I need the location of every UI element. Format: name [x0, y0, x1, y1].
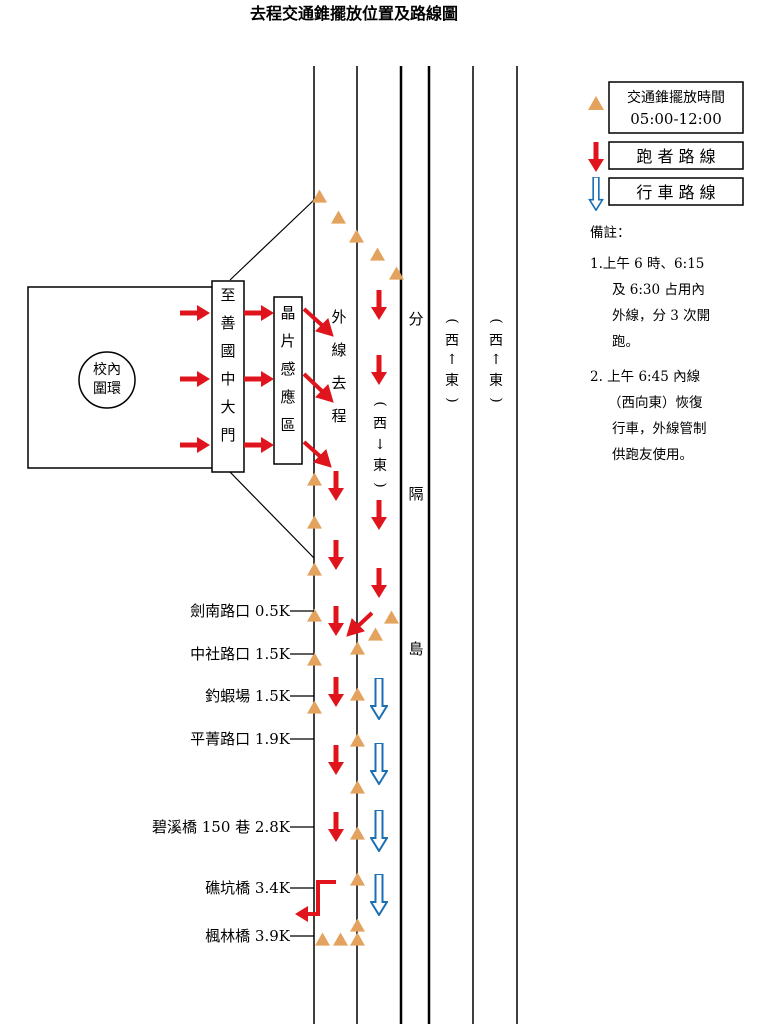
svg-text:大: 大 — [220, 398, 235, 416]
legend-cone-box — [608, 81, 744, 134]
svg-text:↓: ↓ — [374, 437, 386, 453]
chip-zone-box — [273, 296, 303, 465]
note-line: 供跑友使用。 — [612, 446, 693, 463]
legend-vehicle-box — [608, 177, 744, 206]
note-line: 及 6:30 占用內 — [612, 282, 705, 298]
note-line: （西向東）恢復 — [608, 394, 703, 411]
notes-heading: 備註： — [590, 225, 631, 241]
checkpoint-label: 平菁路口 1.9K — [190, 730, 291, 748]
svg-text:(: ( — [444, 318, 460, 323]
svg-text:隔: 隔 — [408, 485, 423, 503]
note-line: 外線，分 3 次開 — [612, 308, 710, 324]
svg-text:西: 西 — [445, 333, 459, 349]
legend: 交通錐擺放時間 05:00-12:00 跑 者 路 線 行 車 路 線 — [588, 81, 744, 211]
note-line: 跑。 — [612, 334, 639, 350]
funnel-line — [229, 471, 315, 559]
outer-lane-label: 外 線 去 程 — [331, 308, 346, 425]
svg-text:中: 中 — [220, 370, 235, 388]
campus-loop-label: 校內 — [93, 361, 121, 378]
chip-zone-label: 晶 片 感 應 區 — [280, 304, 295, 434]
lane-direction-label-1: ( 西 ↑ 東 ) — [444, 318, 460, 402]
runner-route-arrows-outer — [328, 471, 344, 842]
legend-runner-box — [608, 141, 744, 170]
svg-text:線: 線 — [331, 341, 346, 359]
svg-text:善: 善 — [220, 314, 235, 332]
note-line: 行車，外線管制 — [612, 421, 707, 437]
checkpoint-label: 中社路口 1.5K — [190, 645, 291, 663]
svg-text:東: 東 — [489, 373, 503, 389]
checkpoint-label: 釣蝦場 1.5K — [205, 687, 291, 705]
runner-route-arrows-diagonal — [302, 307, 374, 637]
svg-text:門: 門 — [220, 426, 235, 444]
svg-text:分: 分 — [408, 310, 423, 328]
legend-cone-time-value: 05:00-12:00 — [630, 110, 722, 128]
svg-text:至: 至 — [220, 286, 235, 304]
road-lines — [313, 66, 518, 1024]
svg-text:晶: 晶 — [280, 304, 295, 322]
svg-text:片: 片 — [280, 332, 295, 350]
median-label: 分 隔 島 — [408, 310, 423, 658]
legend-cone-time-label: 交通錐擺放時間 — [627, 89, 725, 106]
svg-text:): ) — [372, 482, 388, 487]
svg-text:去: 去 — [331, 374, 346, 392]
svg-text:程: 程 — [331, 407, 346, 425]
funnel-line — [229, 199, 315, 281]
svg-text:): ) — [488, 397, 504, 402]
svg-text:區: 區 — [280, 416, 295, 434]
legend-vehicle-label: 行 車 路 線 — [636, 183, 715, 202]
diagram-title: 去程交通錐擺放位置及路線圖 — [250, 4, 458, 23]
svg-text:西: 西 — [373, 416, 387, 432]
inner-lane-direction-label: ( 西 ↓ 東 ) — [372, 401, 388, 487]
svg-text:國: 國 — [220, 342, 235, 360]
svg-text:↑: ↑ — [490, 352, 502, 368]
checkpoint-label: 礁坑橋 3.4K — [205, 879, 291, 897]
svg-text:(: ( — [372, 401, 388, 406]
gate-label: 至 善 國 中 大 門 — [220, 286, 235, 444]
svg-text:感: 感 — [280, 360, 295, 378]
svg-text:西: 西 — [489, 333, 503, 349]
gate-box — [211, 280, 245, 473]
checkpoints: 劍南路口 0.5K 中社路口 1.5K 釣蝦場 1.5K 平菁路口 1.9K 碧… — [152, 602, 314, 945]
note-line: 1.上午 6 時、6:15 — [590, 256, 704, 272]
svg-text:東: 東 — [373, 458, 387, 474]
runner-exit-arrow — [295, 880, 336, 922]
checkpoint-label: 楓林橋 3.9K — [205, 927, 291, 945]
svg-text:外: 外 — [331, 308, 346, 326]
vehicle-route-arrows — [370, 678, 388, 916]
lane-direction-label-2: ( 西 ↑ 東 ) — [488, 318, 504, 402]
svg-text:(: ( — [488, 318, 504, 323]
notes: 備註： 1.上午 6 時、6:15 及 6:30 占用內 外線，分 3 次開 跑… — [590, 225, 710, 463]
svg-text:東: 東 — [445, 373, 459, 389]
svg-text:島: 島 — [408, 640, 423, 658]
svg-text:應: 應 — [280, 388, 295, 406]
campus-loop-circle — [78, 351, 136, 409]
svg-text:): ) — [444, 397, 460, 402]
svg-text:↑: ↑ — [446, 352, 458, 368]
legend-runner-label: 跑 者 路 線 — [636, 147, 715, 166]
traffic-cones — [307, 189, 404, 946]
note-line: 2. 上午 6:45 內線 — [590, 369, 701, 385]
checkpoint-label: 碧溪橋 150 巷 2.8K — [152, 818, 291, 836]
checkpoint-label: 劍南路口 0.5K — [190, 602, 291, 620]
campus-loop-label: 圍環 — [93, 381, 121, 397]
